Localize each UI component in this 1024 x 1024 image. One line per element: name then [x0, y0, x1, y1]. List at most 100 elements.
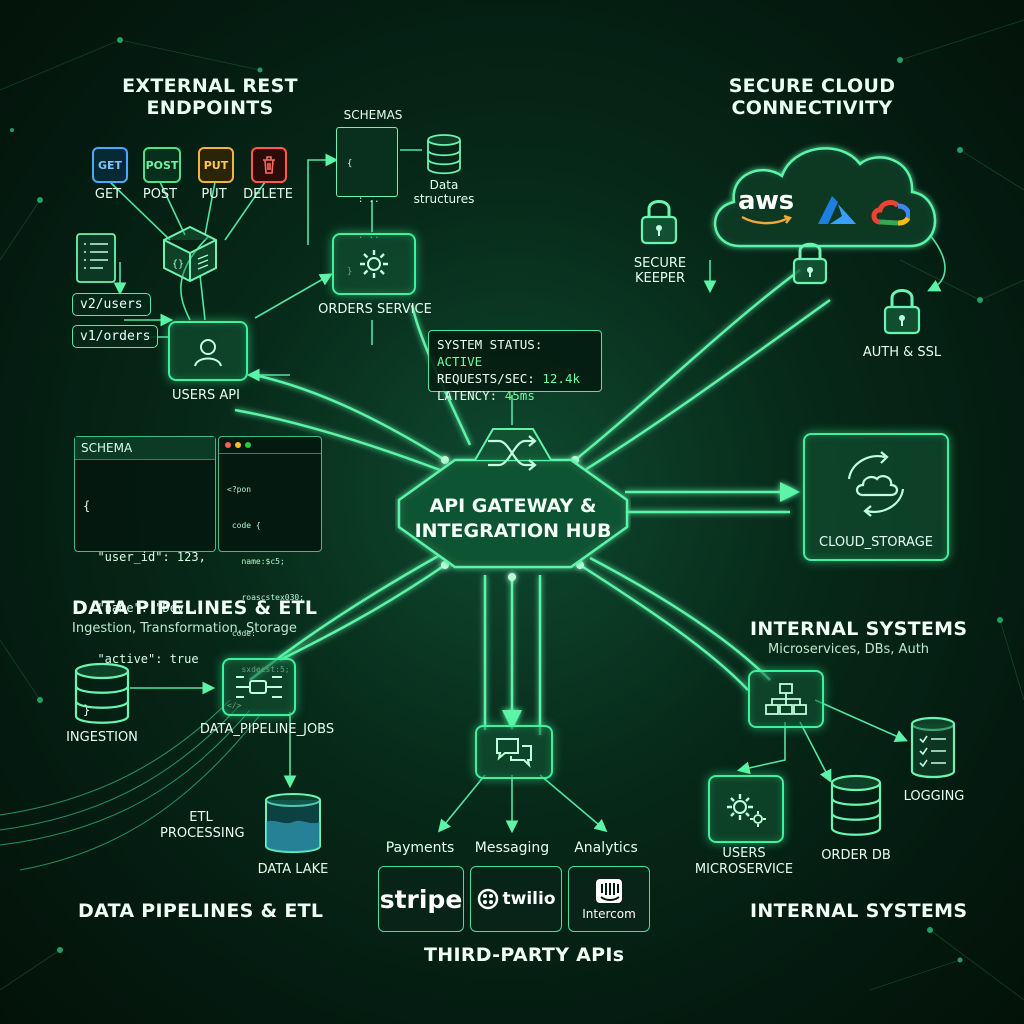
intercom-mark-icon: [596, 879, 622, 903]
logging-label: LOGGING: [903, 789, 965, 804]
azure-logo-icon: [818, 196, 856, 224]
status-label: SYSTEM STATUS:: [437, 337, 543, 352]
etl-label-2: PROCESSING: [160, 826, 245, 841]
schema-line: "user_id": 123,: [83, 550, 206, 564]
get-label: GET: [94, 187, 122, 202]
route-v1-orders[interactable]: v1/orders: [72, 325, 159, 348]
etl-label: ETL: [189, 810, 213, 825]
twilio-mark-icon: [477, 888, 498, 910]
twilio-label: twilio: [502, 889, 556, 909]
post-label: POST: [142, 187, 178, 202]
gear-icon: [727, 794, 766, 827]
analytics-label: Analytics: [574, 840, 638, 856]
twilio-logo[interactable]: twilio: [470, 866, 562, 932]
schema-line: "name": "Dev",: [83, 601, 199, 615]
intercom-label: Intercom: [582, 907, 636, 921]
code-panel: <?pon code { name:$c5; roascstex030; cod…: [218, 436, 322, 710]
post-badge[interactable]: POST: [143, 147, 181, 183]
external-title: EXTERNAL REST: [122, 75, 298, 97]
users-api-node[interactable]: [168, 321, 248, 381]
latency-value: 45ms: [504, 388, 535, 403]
status-value: ACTIVE: [437, 354, 483, 369]
users-microservice-label-2: MICROSERVICE: [694, 862, 794, 877]
window-dot-green: [245, 442, 251, 448]
internal-subtitle: Microservices, DBs, Auth: [768, 642, 930, 657]
router-cube-icon: {}: [163, 225, 217, 283]
get-badge[interactable]: GET: [92, 147, 128, 183]
pipeline-jobs-node[interactable]: [222, 658, 296, 716]
put-badge[interactable]: PUT: [198, 147, 234, 183]
hub-title-line1: API GATEWAY &: [429, 495, 597, 517]
schemas-label: SCHEMAS: [343, 108, 403, 122]
cloud-sync-icon: [847, 451, 905, 517]
http-methods: GET GET POST POST PUT PUT DELETE: [88, 147, 308, 207]
messaging-node[interactable]: [475, 725, 553, 779]
system-status-panel: SYSTEM STATUS: ACTIVE REQUESTS/SEC: 12.4…: [428, 330, 602, 403]
hub-title-line2: INTEGRATION HUB: [414, 520, 612, 542]
order-db-label: ORDER DB: [821, 848, 891, 863]
secure-keeper-label: SECURE: [633, 256, 687, 271]
orders-service-label: ORDERS SERVICE: [318, 302, 432, 317]
schema-code-line: : ..: [347, 195, 380, 205]
trash-icon: [263, 156, 275, 174]
schema-line: {: [83, 499, 91, 513]
chat-icon: [496, 738, 532, 768]
messaging-label: Messaging: [474, 840, 550, 856]
third-party-footer: THIRD-PARTY APIs: [424, 944, 625, 966]
pipelines-subtitle: Ingestion, Transformation, Storage: [72, 621, 297, 636]
users-api-label: USERS API: [172, 388, 240, 403]
delete-label: DELETE: [243, 187, 293, 202]
orders-service-node[interactable]: [332, 233, 416, 295]
data-lake-label: DATA LAKE: [257, 862, 329, 877]
users-microservice-node[interactable]: [708, 775, 784, 843]
rps-label: REQUESTS/SEC:: [437, 371, 535, 386]
schema-line: "active": true: [83, 652, 199, 666]
cloud-title: SECURE CLOUD: [728, 75, 896, 97]
window-dot-red: [225, 442, 231, 448]
code-line: roascstex030;: [227, 593, 305, 602]
database-icon: [74, 662, 130, 724]
aws-smile-icon: [741, 214, 793, 225]
pipeline-icon: [236, 676, 282, 698]
lock-icon: [640, 200, 678, 245]
code-line: code {: [227, 521, 261, 530]
secure-keeper-label-2: KEEPER: [634, 271, 686, 286]
gear-icon: [360, 250, 388, 278]
auth-ssl-label: AUTH & SSL: [862, 345, 942, 360]
latency-label: LATENCY:: [437, 388, 498, 403]
data-structures-label-2: structures: [413, 192, 475, 206]
schema-code-line: {: [347, 159, 353, 169]
aws-logo: aws: [738, 186, 794, 216]
rps-value: 12.4k: [542, 371, 581, 386]
svg-text:{}: {}: [172, 259, 184, 270]
schemas-document: { : .. : .. }: [336, 127, 398, 277]
logging-database-icon: [910, 716, 956, 779]
code-line: code:: [227, 629, 256, 638]
lock-icon: [792, 242, 828, 285]
cloud-storage-node[interactable]: CLOUD_STORAGE: [803, 433, 949, 561]
route-v2-users[interactable]: v2/users: [72, 293, 151, 316]
external-title-2: ENDPOINTS: [146, 97, 274, 119]
code-line: name:$c5;: [227, 557, 285, 566]
window-dot-yellow: [235, 442, 241, 448]
users-microservice-label: USERS: [722, 846, 766, 861]
delete-badge[interactable]: [251, 147, 287, 183]
data-structures-label: Data: [429, 178, 459, 192]
cloud-title-2: CONNECTIVITY: [731, 97, 893, 119]
internal-network-node[interactable]: [748, 670, 824, 728]
internal-footer: INTERNAL SYSTEMS: [750, 900, 968, 922]
intercom-logo[interactable]: Intercom: [568, 866, 650, 932]
stripe-logo[interactable]: stripe: [378, 866, 464, 932]
pipelines-title: DATA PIPELINES & ETL: [72, 597, 318, 619]
pipeline-jobs-label: DATA_PIPELINE_JOBS: [199, 722, 335, 737]
code-line: <?pon: [227, 485, 252, 494]
internal-title: INTERNAL SYSTEMS: [750, 618, 968, 640]
cloud-storage-label: CLOUD_STORAGE: [819, 535, 933, 550]
network-icon: [765, 683, 807, 715]
lock-icon: [883, 289, 921, 335]
hub-title: API GATEWAY & INTEGRATION HUB: [400, 494, 626, 544]
ingestion-label: INGESTION: [66, 730, 138, 745]
google-cloud-logo-icon: [871, 200, 910, 226]
pipelines-footer: DATA PIPELINES & ETL: [78, 900, 324, 922]
